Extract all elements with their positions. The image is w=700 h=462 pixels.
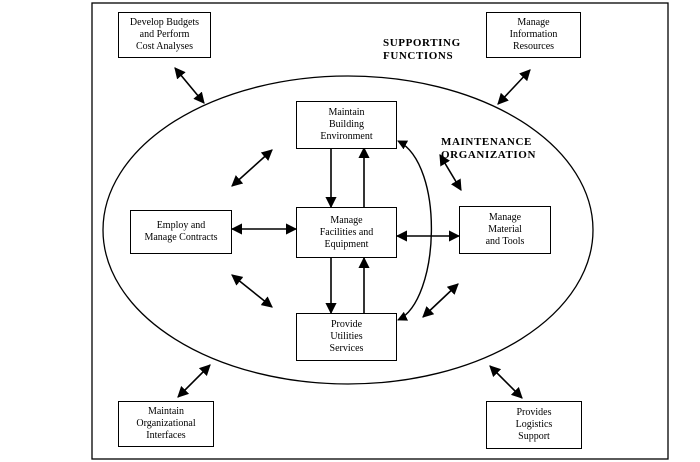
box-manage-facilities: Manage Facilities and Equipment <box>296 207 397 258</box>
box-employ-contracts-label: Employ and Manage Contracts <box>144 220 218 243</box>
arrow-inner-lower-left <box>231 274 273 308</box>
arrow-interfaces <box>177 364 211 398</box>
box-manage-material: Manage Material and Tools <box>459 206 551 254</box>
box-manage-information-label: Manage Information Resources <box>509 17 558 52</box>
maintenance-organization-label: MAINTENANCE ORGANIZATION <box>441 136 537 161</box>
box-provides-logistics-label: Provides Logistics Support <box>515 407 553 442</box>
curve-utilities-building <box>397 140 433 321</box>
supporting-functions-label: SUPPORTING FUNCTIONS <box>383 37 461 62</box>
box-maintain-interfaces: Maintain Organizational Interfaces <box>118 401 214 447</box>
box-manage-material-label: Manage Material and Tools <box>485 212 525 247</box>
arrow-inner-upper-right <box>439 154 462 191</box>
box-provides-logistics: Provides Logistics Support <box>486 401 582 449</box>
box-employ-contracts: Employ and Manage Contracts <box>130 210 232 254</box>
box-develop-budgets: Develop Budgets and Perform Cost Analyse… <box>118 12 211 58</box>
arrow-inner-upper-left <box>231 149 273 187</box>
box-manage-information: Manage Information Resources <box>486 12 581 58</box>
box-maintain-building: Maintain Building Environment <box>296 101 397 149</box>
organization-ellipse <box>102 75 594 385</box>
box-provide-utilities: Provide Utilities Services <box>296 313 397 361</box>
outer-frame <box>91 2 669 460</box>
box-maintain-building-label: Maintain Building Environment <box>320 107 373 142</box>
box-maintain-interfaces-label: Maintain Organizational Interfaces <box>136 406 196 441</box>
arrow-inner-lower-right <box>422 283 459 318</box>
box-manage-facilities-label: Manage Facilities and Equipment <box>319 214 374 250</box>
arrow-logistics <box>489 365 523 399</box>
arrow-information <box>497 69 531 105</box>
box-develop-budgets-label: Develop Budgets and Perform Cost Analyse… <box>129 17 200 52</box>
arrow-budgets <box>174 67 205 104</box>
box-provide-utilities-label: Provide Utilities Services <box>329 319 364 354</box>
